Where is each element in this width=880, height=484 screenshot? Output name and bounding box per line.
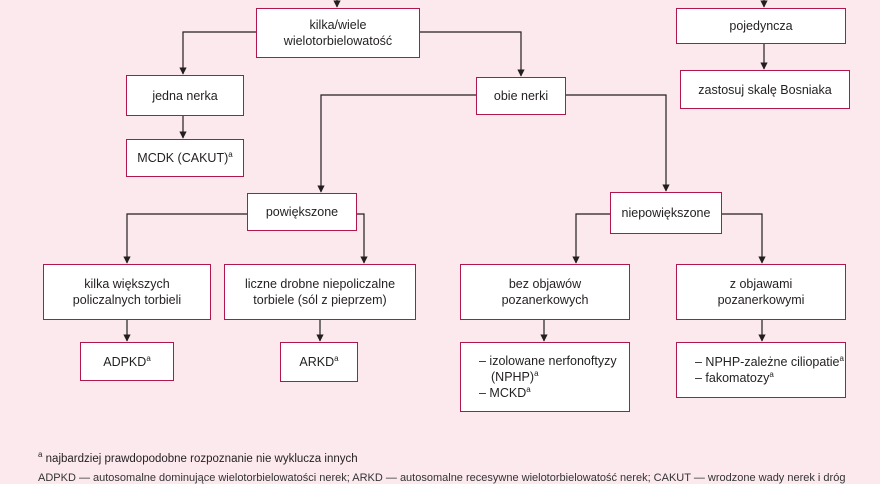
node-enlarged-label: powiększone — [265, 205, 339, 219]
edge-not-enlarged-extrarenal — [722, 213, 766, 264]
node-multi-cystic-line2: wielotorbielowatość — [283, 34, 393, 48]
edge-both-not-enlarged — [566, 94, 670, 192]
list-item-phakomatoses-wrap: – fakomatozya — [695, 370, 774, 386]
node-mcdk-footnote-mark: a — [228, 149, 233, 159]
node-small-cysts: liczne drobne niepoliczalne torbiele (só… — [224, 264, 416, 320]
list-item-nphp-abbrev-wrap: (NPHP)a — [479, 369, 539, 385]
list-item-mckd-wrap: – MCKDa — [479, 385, 531, 401]
node-not-enlarged-label: niepowiększone — [621, 206, 711, 220]
footnote: a najbardziej prawdopodobne rozpoznanie … — [38, 450, 358, 465]
edge-enlarged-small-cysts — [357, 213, 368, 264]
node-extrarenal: z objawami pozanerkowymi — [676, 264, 846, 320]
node-single-label: pojedyncza — [729, 19, 793, 33]
abbreviations-text: ADPKD — autosomalne dominujące wielotorb… — [38, 472, 846, 484]
node-multi-cystic-line1: kilka/wiele — [309, 18, 367, 32]
list-item-mckd: – MCKD — [479, 386, 527, 400]
node-no-extrarenal-line2: pozanerkowych — [501, 293, 589, 307]
node-adpkd-footnote-mark: a — [146, 353, 151, 363]
list-item-nphp-ciliopathy: – NPHP-zależne ciliopatie — [695, 355, 840, 369]
node-extrarenal-line1: z objawami — [729, 277, 793, 291]
node-no-extrarenal-line1: bez objawów — [508, 277, 582, 291]
node-large-cysts: kilka większych policzalnych torbieli — [43, 264, 211, 320]
edge-both-enlarged — [317, 94, 476, 193]
node-small-cysts-line2: torbiele (sól z pieprzem) — [253, 293, 387, 307]
list-item-isolated-nphp: – izolowane nerfonoftyzy — [479, 354, 617, 368]
abbreviations-footnote: ADPKD — autosomalne dominujące wielotorb… — [38, 472, 845, 484]
node-large-cysts-line1: kilka większych — [84, 277, 170, 291]
node-mcdk-text: MCDK (CAKUT)a — [137, 150, 232, 166]
footnote-text: najbardziej prawdopodobne rozpoznanie ni… — [45, 453, 358, 465]
node-arkd-text: ARKDa — [299, 354, 338, 370]
edge-multi-both-kidneys — [419, 31, 525, 77]
node-nphp-list: – izolowane nerfonoftyzy (NPHP)a – MCKDa — [460, 342, 630, 412]
node-multi-cystic: kilka/wiele wielotorbielowatość — [256, 8, 420, 58]
node-one-kidney-label: jedna nerka — [152, 88, 218, 103]
node-both-kidneys: obie nerki — [476, 77, 566, 115]
node-adpkd-text: ADPKDa — [103, 354, 151, 370]
node-adpkd-label: ADPKD — [103, 354, 147, 369]
list-item-phakomatoses: – fakomatozy — [695, 371, 770, 385]
node-adpkd: ADPKDa — [80, 342, 174, 381]
node-arkd-label: ARKD — [299, 355, 335, 369]
node-large-cysts-line2: policzalnych torbieli — [72, 293, 182, 307]
ciliopathy-footnote-mark: a — [839, 353, 844, 363]
node-single: pojedyncza — [676, 8, 846, 44]
node-one-kidney: jedna nerka — [126, 75, 244, 116]
node-bosniak-label: zastosuj skalę Bosniaka — [698, 82, 832, 97]
node-small-cysts-line1: liczne drobne niepoliczalne — [244, 277, 396, 291]
node-arkd: ARKDa — [280, 342, 358, 382]
node-mcdk-label: MCDK (CAKUT) — [137, 151, 229, 165]
edge-enlarged-large-cysts — [123, 213, 247, 264]
node-extrarenal-line2: pozanerkowymi — [717, 293, 805, 307]
node-both-kidneys-label: obie nerki — [493, 89, 549, 103]
node-no-extrarenal: bez objawów pozanerkowych — [460, 264, 630, 320]
mckd-footnote-mark: a — [526, 384, 531, 394]
list-item-nphp-ciliopathy-wrap: – NPHP-zależne ciliopatiea — [695, 354, 844, 370]
node-arkd-footnote-mark: a — [334, 353, 339, 363]
edge-not-enlarged-no-extrarenal — [572, 213, 610, 264]
node-not-enlarged: niepowiększone — [610, 192, 722, 234]
node-bosniak: zastosuj skalę Bosniaka — [680, 70, 850, 109]
footnote-mark: a — [38, 450, 43, 460]
nphp-footnote-mark: a — [534, 368, 539, 378]
edge-multi-one-kidney — [179, 31, 256, 75]
node-enlarged: powiększone — [247, 193, 357, 231]
list-item-nphp-abbrev: (NPHP) — [491, 370, 535, 384]
node-ciliopathy-list: – NPHP-zależne ciliopatiea – fakomatozya — [676, 342, 846, 398]
node-mcdk: MCDK (CAKUT)a — [126, 139, 244, 177]
phakomatoses-footnote-mark: a — [769, 369, 774, 379]
